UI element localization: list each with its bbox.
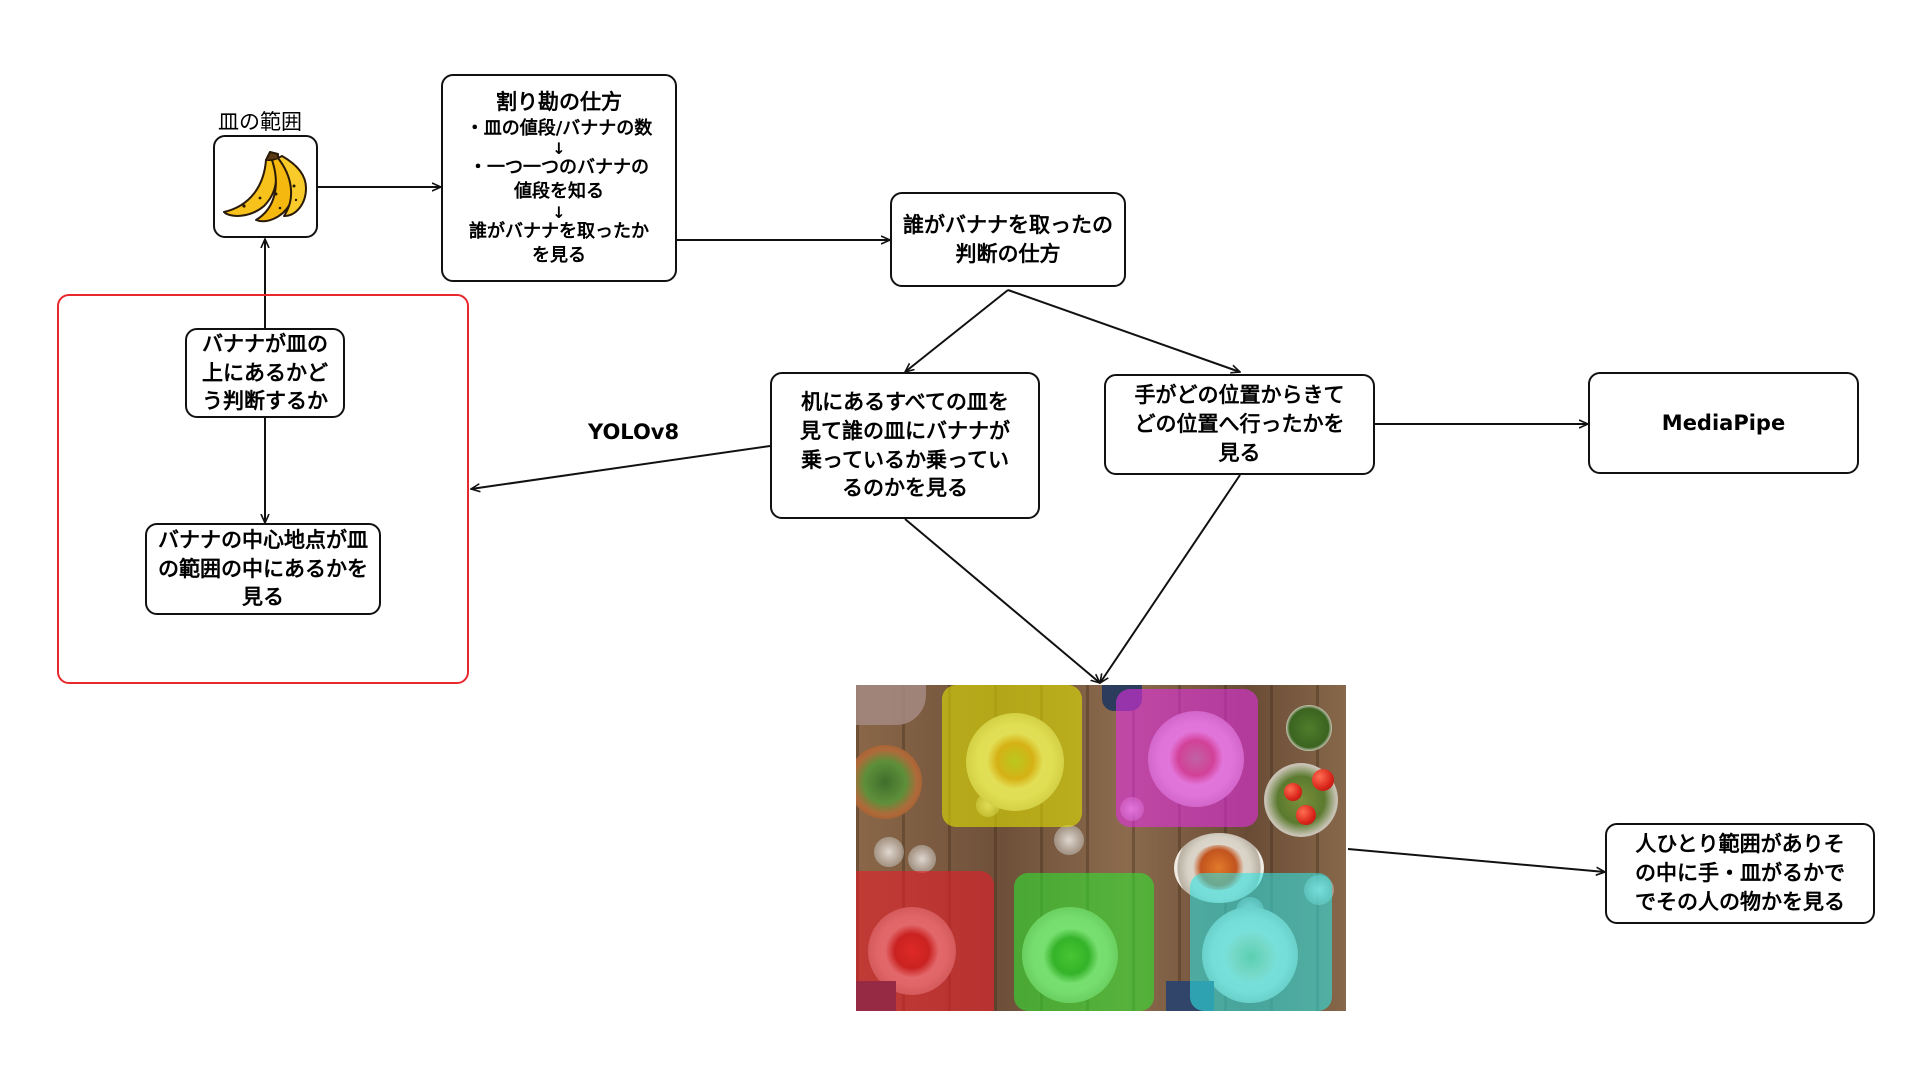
split-method-box: 割り勘の仕方 ・皿の値段/バナナの数 ↓ ・一つ一つのバナナの 値段を知る ↓ … [441,74,677,282]
glass [908,845,936,873]
split-step-3: 誰がバナナを取ったか [469,220,649,242]
check-plates-line-3: 乗っているか乗ってい [801,447,1009,472]
person-range-line-3: でその人の物かを見る [1635,889,1845,914]
yolo-group-frame [57,294,469,684]
arrow-whotook-to-hand [1007,289,1240,372]
who-took-line-2: 判断の仕方 [955,241,1061,266]
arrow-hand-to-photo [1100,474,1241,683]
detection-overlay-yellow [942,685,1082,827]
mediapipe-label: MediaPipe [1661,410,1786,435]
hand-track-box: 手がどの位置からきて どの位置へ行ったかを 見る [1104,374,1375,475]
plate-range-box [213,135,318,238]
person-range-line-2: の中に手・皿がるかで [1635,861,1845,886]
arrow-photo-to-person [1347,848,1605,872]
check-plates-line-1: 机にあるすべての皿を [801,389,1009,414]
mediapipe-box: MediaPipe [1588,372,1859,474]
check-plates-line-4: るのかを見る [842,476,968,501]
plate-range-label: 皿の範囲 [218,110,302,134]
person-range-box: 人ひとり範囲がありそ の中に手・皿がるかで でその人の物かを見る [1605,823,1875,924]
person-arm [856,685,926,725]
banana-center-line-3: 見る [242,585,284,610]
person-range-line-1: 人ひとり範囲がありそ [1635,832,1845,857]
check-plates-line-2: 見て誰の皿にバナナが [800,418,1010,443]
who-took-box: 誰がバナナを取ったの 判断の仕方 [890,192,1126,287]
arrow-plates-to-group [471,445,771,489]
check-plates-box: 机にあるすべての皿を 見て誰の皿にバナナが 乗っているか乗ってい るのかを見る [770,372,1040,519]
banana-on-plate-line-2: 上にあるかど [202,360,328,385]
hand-track-line-1: 手がどの位置からきて [1134,383,1345,408]
arrow-plates-to-photo [904,518,1100,683]
greens-bowl [1286,705,1332,751]
hand-track-line-2: どの位置へ行ったかを [1134,412,1345,437]
arrow-whotook-to-plates [905,289,1009,372]
down-arrow-icon: ↓ [552,202,566,222]
banana-icon [222,150,307,222]
tomato [1296,805,1316,825]
detection-overlay-red [856,871,994,1011]
glass [1054,825,1084,855]
split-step-1: ・皿の値段/バナナの数 [465,117,653,139]
who-took-line-1: 誰がバナナを取ったの [903,212,1113,237]
split-step-3b: を見る [532,245,586,267]
split-step-2: ・一つ一つのバナナの [469,157,649,179]
detection-overlay-green [1014,873,1154,1011]
detection-overlay-magenta [1116,689,1258,827]
hand-track-line-3: 見る [1218,440,1261,465]
banana-center-line-1: バナナの中心地点が皿 [158,527,368,552]
tomato [1312,769,1334,791]
banana-center-box: バナナの中心地点が皿 の範囲の中にあるかを 見る [145,523,381,615]
banana-on-plate-line-3: う判断するか [202,389,328,414]
split-step-2b: 値段を知る [514,181,604,203]
banana-center-line-2: の範囲の中にあるかを [158,556,368,581]
banana-on-plate-line-1: バナナが皿の [202,331,328,356]
banana-on-plate-box: バナナが皿の 上にあるかど う判断するか [185,328,345,418]
table-photo [856,685,1346,1011]
salad-bowl [856,745,922,819]
yolo-label: YOLOv8 [588,420,680,444]
split-method-title: 割り勘の仕方 [496,89,622,114]
glass [874,837,904,867]
down-arrow-icon: ↓ [552,138,566,158]
tomato [1284,783,1302,801]
detection-overlay-cyan [1190,873,1332,1011]
